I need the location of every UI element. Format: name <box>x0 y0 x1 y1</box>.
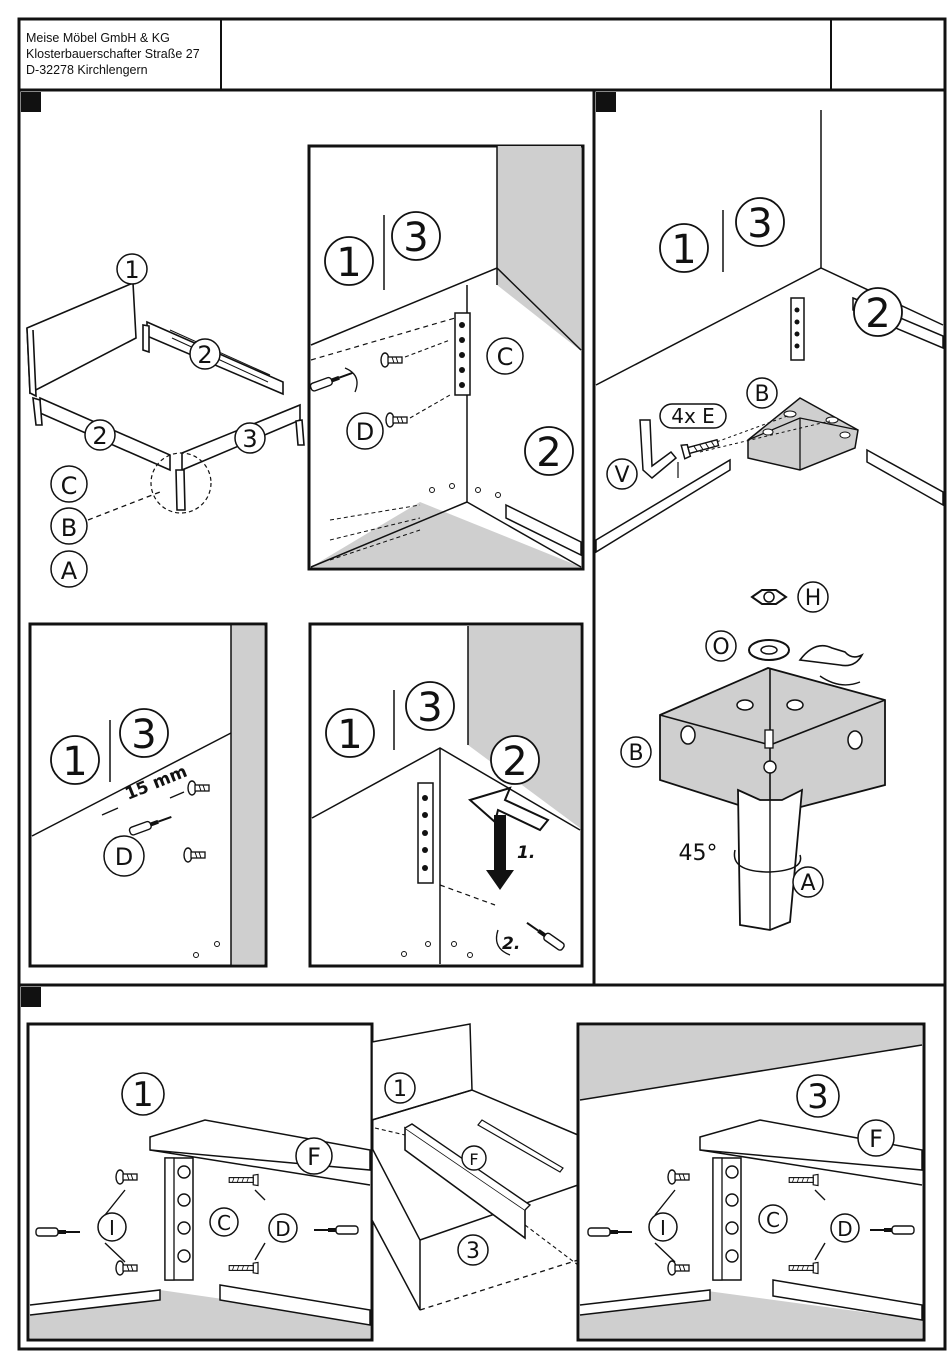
svg-text:C: C <box>61 472 78 500</box>
step3-middle-num-1: 1 <box>393 1077 407 1102</box>
svg-text:3: 3 <box>242 425 257 453</box>
step3-right-panel <box>578 1024 924 1340</box>
detail-top-part-2: 2 <box>536 430 561 476</box>
step3-middle-part-f: F <box>469 1150 478 1169</box>
part-o-label: O <box>712 635 729 660</box>
step3-right-num: 3 <box>807 1077 829 1117</box>
step2-num-a: 1 <box>671 227 696 273</box>
part-h-label: H <box>805 586 822 611</box>
detail-right-num-b: 3 <box>417 685 442 731</box>
step3-left-num: 1 <box>132 1075 154 1115</box>
step3-left-part-i: I <box>109 1216 115 1240</box>
step2-part-b: B <box>754 382 769 407</box>
step3-left-part-d: D <box>275 1217 290 1241</box>
svg-text:2: 2 <box>197 341 212 369</box>
step3-left-part-f: F <box>307 1143 321 1171</box>
step3-right-part-d: D <box>837 1217 852 1241</box>
detail-left-num-a: 1 <box>62 739 87 785</box>
detail-top-num-a: 1 <box>336 240 361 286</box>
order-step-1: 1. <box>517 843 535 863</box>
step3-left-part-c: C <box>217 1211 231 1235</box>
part-b2-label: B <box>628 741 643 766</box>
step3-right-part-f: F <box>869 1125 883 1153</box>
detail-panel-right <box>310 624 582 966</box>
order-step-2: 2. <box>502 934 520 954</box>
step-marker-1 <box>21 92 41 112</box>
leg-assembly <box>660 590 885 930</box>
tool-v-label: V <box>614 463 629 488</box>
qty-e-label: 4x E <box>671 404 715 428</box>
detail-right-num-a: 1 <box>337 712 362 758</box>
step2-part-2: 2 <box>865 291 890 337</box>
detail-top-part-c: C <box>497 343 514 371</box>
step-marker-3 <box>21 987 41 1007</box>
svg-text:2: 2 <box>92 422 107 450</box>
detail-left-part-d: D <box>115 843 133 871</box>
svg-text:B: B <box>61 514 77 542</box>
step3-right-part-i: I <box>660 1216 666 1240</box>
angle-label: 45° <box>679 841 718 866</box>
detail-top-num-b: 3 <box>403 215 428 261</box>
detail-left-num-b: 3 <box>131 712 156 758</box>
detail-panel-top <box>309 146 583 569</box>
part-a-label: A <box>800 871 815 896</box>
step3-left-panel <box>28 1024 372 1340</box>
step3-middle-num-3: 3 <box>466 1239 480 1264</box>
detail-top-part-d: D <box>356 418 374 446</box>
svg-text:A: A <box>61 557 78 585</box>
svg-text:1: 1 <box>124 256 139 284</box>
step2-num-b: 3 <box>747 201 772 247</box>
step3-right-part-c: C <box>766 1208 780 1232</box>
step-marker-2 <box>596 92 616 112</box>
detail-right-part-2: 2 <box>502 739 527 785</box>
